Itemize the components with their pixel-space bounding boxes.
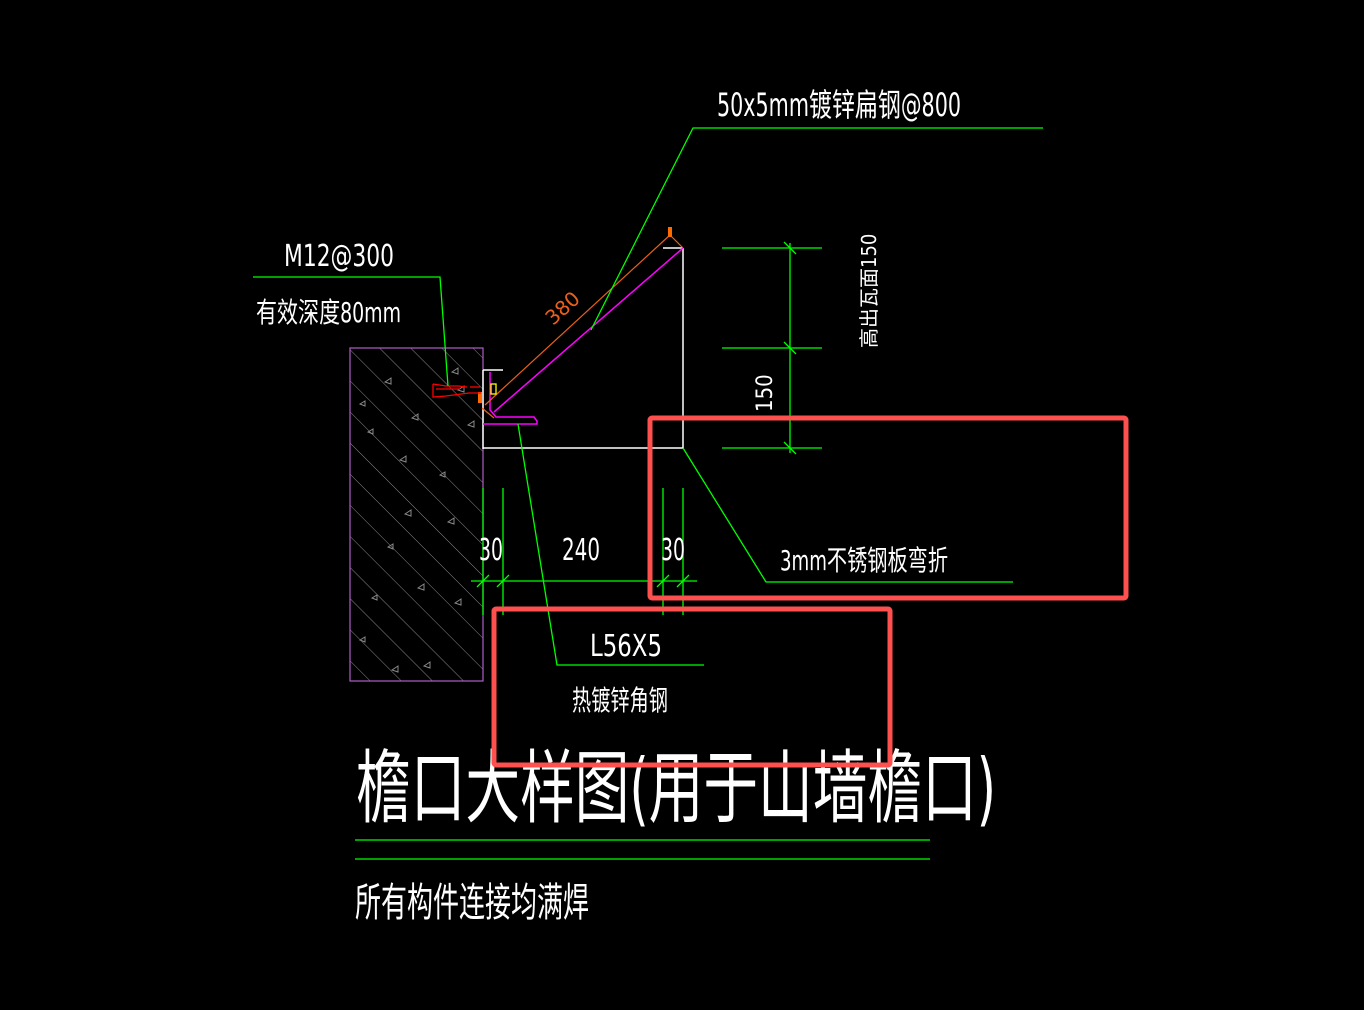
yellow-plate — [490, 383, 497, 395]
height-dim-label: 150 — [753, 374, 778, 412]
weld-mark-bottom — [478, 392, 482, 403]
flat-steel-bar — [493, 247, 684, 413]
angle-steel — [483, 372, 538, 425]
horizontal-dimension — [471, 488, 697, 615]
highlight-box-angle-steel — [491, 606, 893, 768]
aggregate-marks — [358, 367, 475, 673]
anchor-bolt — [432, 383, 481, 398]
dim-left-label: 30 — [479, 533, 503, 568]
anchor-bolt-label: M12@300 — [284, 239, 394, 274]
highlight-box-stainless-plate — [647, 415, 1129, 601]
flat-steel-label: 50x5mm镀锌扁钢@800 — [717, 86, 961, 124]
steel-members — [483, 247, 684, 425]
leader-stainless-plate — [682, 447, 1013, 583]
drawing-title: 檐口大样图(用于山墙檐口) — [356, 742, 996, 835]
dim-right-label: 30 — [661, 533, 685, 568]
angle-name-label: 热镀锌角钢 — [572, 684, 668, 717]
title-underlines — [355, 839, 930, 860]
drawing-note: 所有构件连接均满焊 — [355, 880, 589, 926]
leader-anchor — [253, 276, 449, 387]
leader-lines — [253, 127, 1043, 666]
diagonal-length-label: 380 — [540, 286, 584, 329]
wall-hatch-section — [349, 347, 484, 682]
stainless-plate-label: 3mm不锈钢板弯折 — [780, 544, 948, 577]
dim-middle-label: 240 — [562, 533, 600, 568]
anchor-depth-label: 有效深度80mm — [256, 296, 401, 329]
diagonal-dimension: 380 — [478, 227, 684, 419]
height-dimension — [722, 241, 822, 455]
leader-angle-steel — [517, 423, 704, 666]
concrete-wall — [349, 347, 484, 682]
weld-mark-top — [668, 227, 672, 237]
angle-spec-label: L56X5 — [590, 629, 662, 664]
height-above-tile-label: 高出瓦面150 — [857, 234, 881, 348]
leader-flat-steel — [590, 127, 1043, 331]
